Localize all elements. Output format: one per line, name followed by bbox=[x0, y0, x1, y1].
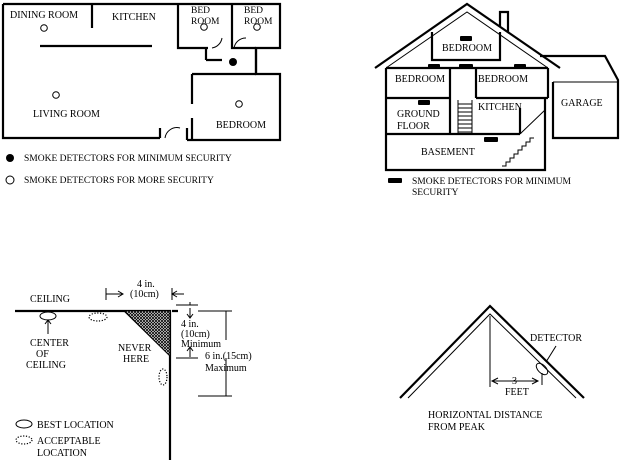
dim-4in-side-line3: Minimum bbox=[181, 339, 221, 350]
room-bed-room-2-line2: ROOM bbox=[244, 17, 273, 27]
ceiling-wall-diagram: CEILING 4 in. (10cm) 4 in. (10cm) Minimu… bbox=[15, 279, 252, 460]
detector-minimum-security bbox=[229, 58, 237, 66]
house-section: BEDROOM BEDROOM BEDROOM GROUND FLOOR KIT… bbox=[374, 2, 620, 198]
legend-filled-detector-icon bbox=[6, 154, 14, 162]
legend-house-detector-icon bbox=[388, 178, 402, 183]
legend-best-icon bbox=[15, 419, 33, 429]
center-of-ceiling-line1: CENTER bbox=[30, 338, 69, 349]
never-here-line1: NEVER bbox=[118, 343, 152, 354]
detector-label: DETECTOR bbox=[530, 333, 582, 344]
best-location-oval bbox=[39, 311, 57, 321]
room-bedroom: BEDROOM bbox=[216, 120, 266, 131]
dim-4in-side-line2: (10cm) bbox=[181, 329, 210, 340]
peak-caption-line2: FROM PEAK bbox=[428, 422, 486, 433]
acceptable-location-wall bbox=[158, 368, 168, 386]
legend-house-minimum-line2: SECURITY bbox=[412, 188, 459, 198]
floor-plan: DINING ROOM KITCHEN BED ROOM BED ROOM LI… bbox=[1, 2, 282, 186]
center-of-ceiling-line2: OF bbox=[36, 349, 49, 360]
never-here-zone bbox=[122, 310, 171, 358]
room-bed-room-1-line1: BED bbox=[191, 6, 210, 16]
room-living-room: LIVING ROOM bbox=[33, 109, 100, 120]
detector-minimum-security bbox=[460, 36, 472, 41]
center-of-ceiling-line3: CEILING bbox=[26, 360, 66, 371]
detector-minimum-security bbox=[418, 100, 430, 105]
acceptable-location-ceiling bbox=[88, 312, 108, 322]
detector-more-security bbox=[253, 23, 261, 31]
house-detectors-minimum bbox=[418, 36, 526, 142]
detector-more-security bbox=[235, 100, 243, 108]
detector-more-security bbox=[40, 24, 48, 32]
room-bed-room-1-line2: ROOM bbox=[191, 17, 220, 27]
dim-6in-line1: 6 in.(15cm) bbox=[205, 351, 252, 362]
detector-minimum-security bbox=[459, 64, 473, 69]
room-dining-room: DINING ROOM bbox=[10, 10, 78, 21]
room-bedroom-top: BEDROOM bbox=[442, 43, 492, 54]
detector-more-security bbox=[200, 23, 208, 31]
legend-acceptable-icon bbox=[15, 435, 33, 445]
detector-more-security bbox=[52, 91, 60, 99]
legend-acceptable-line1: ACCEPTABLE bbox=[37, 436, 101, 447]
ceiling-label: CEILING bbox=[30, 294, 70, 305]
room-garage: GARAGE bbox=[561, 98, 603, 109]
legend-more-security: SMOKE DETECTORS FOR MORE SECURITY bbox=[24, 176, 214, 186]
peak-caption-line1: HORIZONTAL DISTANCE bbox=[428, 410, 542, 421]
never-here-line2: HERE bbox=[123, 354, 149, 365]
legend-acceptable-line2: LOCATION bbox=[37, 448, 87, 459]
room-ground-floor-line1: GROUND bbox=[397, 109, 440, 120]
distance-value: 3 bbox=[512, 376, 517, 387]
legend-house-minimum-line1: SMOKE DETECTORS FOR MINIMUM bbox=[412, 177, 572, 187]
room-ground-floor-line2: FLOOR bbox=[397, 121, 430, 132]
legend-best-location: BEST LOCATION bbox=[37, 420, 114, 431]
dim-6in-line2: Maximum bbox=[205, 363, 247, 374]
dim-4in-top-line2: (10cm) bbox=[130, 289, 159, 300]
room-kitchen-house: KITCHEN bbox=[478, 102, 522, 113]
peak-diagram: DETECTOR 3 FEET HORIZONTAL DISTANCE FROM… bbox=[399, 304, 585, 433]
legend-open-detector-icon bbox=[5, 175, 15, 185]
detector-minimum-security bbox=[428, 64, 440, 69]
detector-minimum-security bbox=[514, 64, 526, 69]
legend-minimum-security: SMOKE DETECTORS FOR MINIMUM SECURITY bbox=[24, 154, 232, 164]
detector-minimum-security bbox=[484, 137, 498, 142]
dim-4in-side-line1: 4 in. bbox=[181, 319, 199, 330]
room-bed-room-2-line1: BED bbox=[244, 6, 263, 16]
room-basement: BASEMENT bbox=[421, 147, 475, 158]
distance-unit: FEET bbox=[505, 387, 529, 398]
dim-4in-top-line1: 4 in. bbox=[137, 279, 155, 290]
peak-detector-oval bbox=[535, 362, 549, 376]
room-kitchen: KITCHEN bbox=[112, 12, 156, 23]
room-bedroom-left: BEDROOM bbox=[395, 74, 445, 85]
room-bedroom-right: BEDROOM bbox=[478, 74, 528, 85]
